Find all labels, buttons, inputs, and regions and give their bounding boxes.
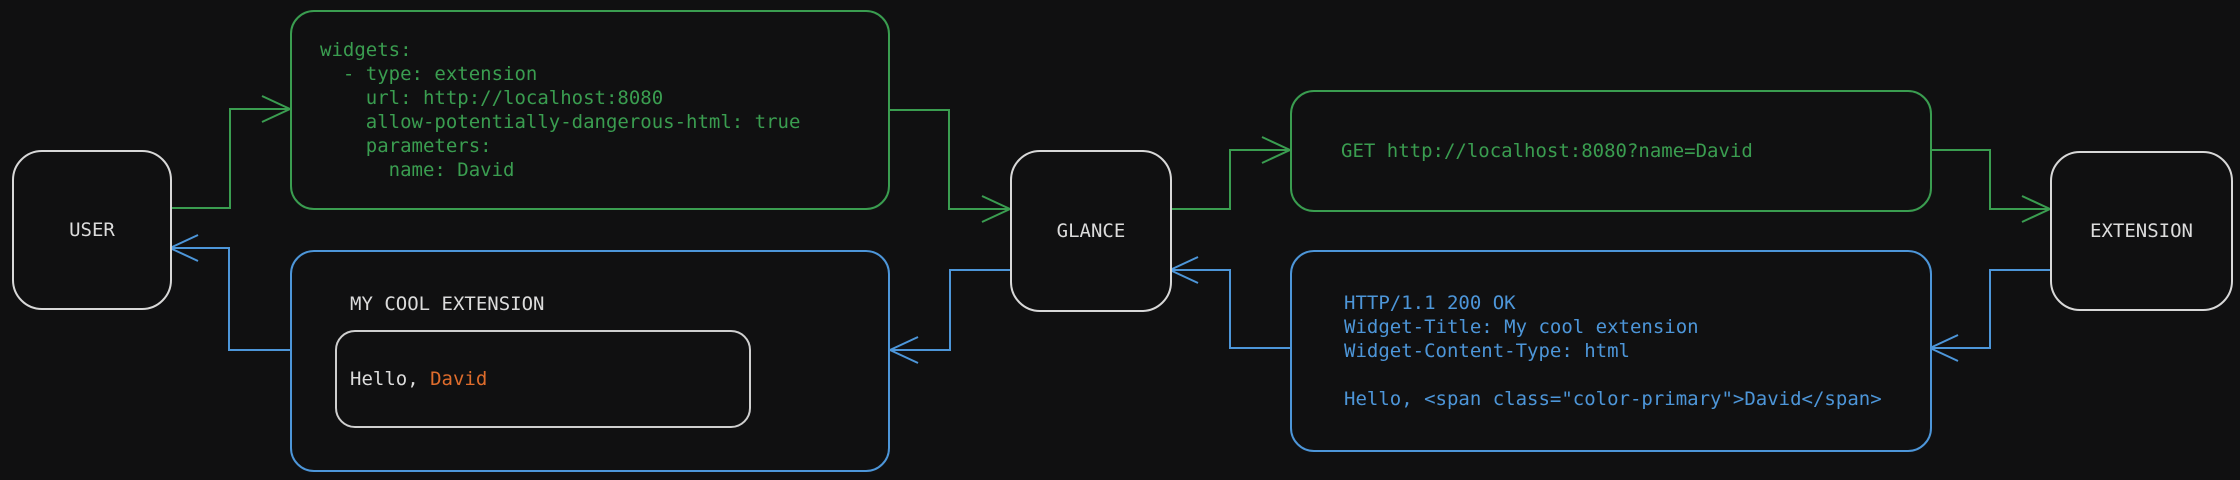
http-request-code: GET http://localhost:8080?name=David (1341, 140, 1753, 162)
widget-greeting: Hello, David (337, 368, 487, 390)
node-extension-label: EXTENSION (2090, 220, 2193, 242)
http-response-code: HTTP/1.1 200 OK Widget-Title: My cool ex… (1344, 292, 1882, 410)
greeting-prefix: Hello, (350, 368, 431, 390)
node-glance-label: GLANCE (1056, 220, 1126, 242)
node-extension: EXTENSION (2050, 151, 2233, 311)
node-glance: GLANCE (1010, 150, 1172, 312)
rendered-widget-box: MY COOL EXTENSION Hello, David (290, 250, 890, 472)
edge-widget-to-user (172, 247, 290, 351)
node-user: USER (12, 150, 172, 310)
arrowhead-request-to-extension (2021, 195, 2053, 223)
node-user-label: USER (69, 219, 115, 241)
edge-glance-to-request (1170, 149, 1288, 210)
arrowhead-widget-to-user (167, 234, 199, 262)
http-response-box: HTTP/1.1 200 OK Widget-Title: My cool ex… (1290, 250, 1932, 452)
arrowhead-extension-to-response (1927, 334, 1959, 362)
edge-user-to-config (170, 108, 288, 209)
widget-title: MY COOL EXTENSION (350, 293, 545, 315)
arrowhead-glance-to-widget (887, 336, 919, 364)
edge-glance-to-widget (892, 269, 1010, 351)
arrowhead-glance-to-request (1261, 136, 1293, 164)
arrowhead-config-to-glance (981, 195, 1013, 223)
edge-response-to-glance (1172, 269, 1290, 349)
edge-extension-to-response (1932, 269, 2050, 349)
edge-config-to-glance (888, 109, 1008, 210)
arrowhead-response-to-glance (1167, 256, 1199, 284)
edge-request-to-extension (1930, 149, 2048, 210)
arrowhead-user-to-config (261, 95, 293, 123)
http-request-box: GET http://localhost:8080?name=David (1290, 90, 1932, 212)
widget-content-frame: Hello, David (335, 330, 751, 428)
config-yaml-box: widgets: - type: extension url: http://l… (290, 10, 890, 210)
config-yaml-code: widgets: - type: extension url: http://l… (320, 39, 801, 181)
greeting-name: David (430, 368, 488, 390)
